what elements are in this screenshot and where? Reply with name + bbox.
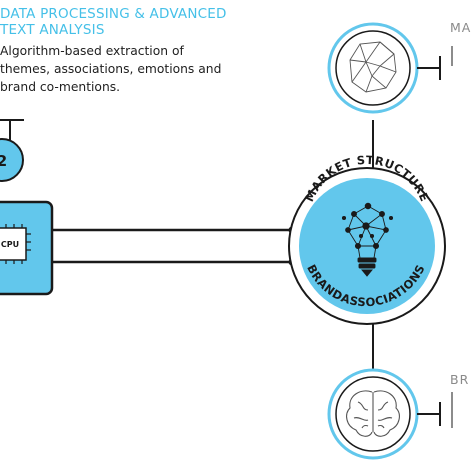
cpu-icon: CPU xyxy=(0,224,31,264)
step-number: 2 xyxy=(0,152,7,170)
cpu-chip-box: CPU xyxy=(0,200,54,296)
section-heading: DATA PROCESSING & ADVANCED TEXT ANALYSIS xyxy=(0,6,227,38)
description-line-3: brand co-mentions. xyxy=(0,80,121,94)
description-text: Algorithm-based extraction of themes, as… xyxy=(0,42,221,96)
cpu-label: CPU xyxy=(1,240,19,249)
description-line-1: Algorithm-based extraction of xyxy=(0,44,184,58)
center-circle: MARKET STRUCTURE BRANDASSOCIATIONS xyxy=(288,153,446,325)
description-line-2: themes, associations, emotions and xyxy=(0,62,222,76)
top-right-node xyxy=(327,22,419,114)
lightbulb-network-icon xyxy=(341,202,394,277)
right-top-heading: MA xyxy=(450,20,472,35)
step-number-node: 2 xyxy=(0,138,24,182)
bottom-right-node xyxy=(327,368,419,460)
heading-line-2: TEXT ANALYSIS xyxy=(0,22,105,38)
heading-line-1: DATA PROCESSING & ADVANCED xyxy=(0,6,227,22)
left-connector xyxy=(0,119,24,143)
geometric-brain-icon xyxy=(349,41,397,93)
brain-icon xyxy=(346,390,400,437)
right-bottom-heading: BR xyxy=(450,372,470,387)
